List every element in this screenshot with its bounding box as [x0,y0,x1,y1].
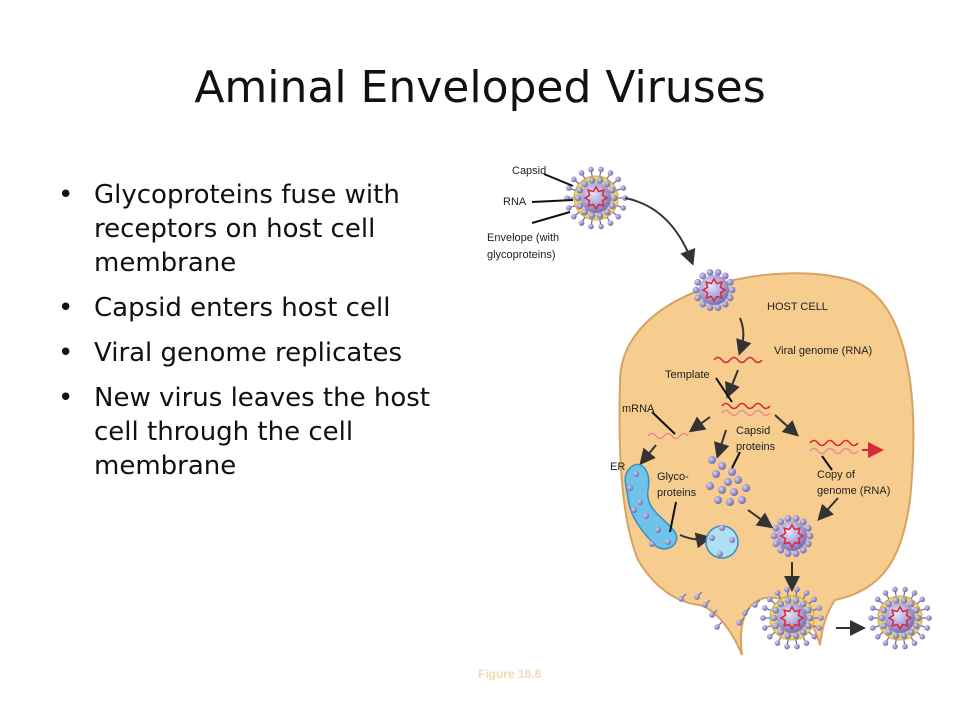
host-cell-membrane [618,272,915,656]
label-copy-of-genome-2: genome (RNA) [817,485,890,497]
label-host-cell: HOST CELL [767,301,828,313]
label-envelope-2: glycoproteins) [487,249,555,261]
mrna-strand [647,432,689,440]
er-icon [624,463,678,550]
enveloped-virus-icon [564,166,628,230]
label-glyco-2: proteins [657,487,697,499]
genome-copy-rna-2 [809,447,859,455]
uncoat-arrow [736,317,752,356]
mrna-pointer [651,411,676,435]
assembled-virus-icon [770,515,814,557]
bullet-item: New virus leaves the host cell through t… [56,381,456,483]
label-template: Template [665,369,710,381]
label-glyco: Glyco- [657,471,689,483]
capsid-protein-cluster-icon [706,456,750,506]
mrna-arrow [688,416,711,433]
slide-title: Aminal Enveloped Viruses [194,62,766,113]
template-rna [721,402,771,410]
rna-pointer [531,199,574,203]
bullet-item: Capsid enters host cell [56,291,456,325]
viral-genome-rna [713,356,763,364]
label-mrna: mRNA [622,403,655,415]
er-glycoprotein-icons [627,471,671,547]
template-pointer [715,377,733,403]
label-capsid-proteins: Capsid [736,425,770,437]
capsid-protein-arrow [714,429,730,459]
bullet-list: Glycoproteins fuse with receptors on hos… [56,178,456,494]
surface-glycoprotein-icons [678,591,761,630]
capsid-pointer [543,173,574,187]
template-rna-2 [721,409,771,417]
genome-assembly-arrow [817,497,839,521]
label-viral-genome: Viral genome (RNA) [774,345,872,357]
vesicle-glycoprotein-icons [709,525,735,557]
genome-copy-rna [809,439,859,447]
capsid-proteins-pointer [731,451,741,469]
bullet-item: Viral genome replicates [56,336,456,370]
er-arrow [639,444,657,466]
glycoprotein-arrow [679,532,712,549]
envelope-pointer [531,211,571,224]
released-virus-icon [868,586,932,650]
label-rna: RNA [503,196,527,208]
entry-arrow [624,197,696,266]
assembly-arrow [747,509,774,529]
glyco-pointer [669,501,677,533]
bullet-item: Glycoproteins fuse with receptors on hos… [56,178,456,280]
copy-arrow [774,414,799,437]
capsid-icon [692,269,736,311]
budding-virus-icon [760,586,824,650]
label-er: ER [610,461,625,473]
label-capsid: Capsid [512,165,546,177]
replicate-arrow [725,369,740,399]
label-capsid-proteins-2: proteins [736,441,776,453]
copy-pointer [821,455,833,471]
virus-replication-diagram: Capsid RNA Envelope (with glycoproteins)… [478,165,932,681]
label-envelope: Envelope (with [487,232,559,244]
figure-caption: Figure 18.8 [478,667,542,681]
label-copy-of-genome: Copy of [817,469,856,481]
